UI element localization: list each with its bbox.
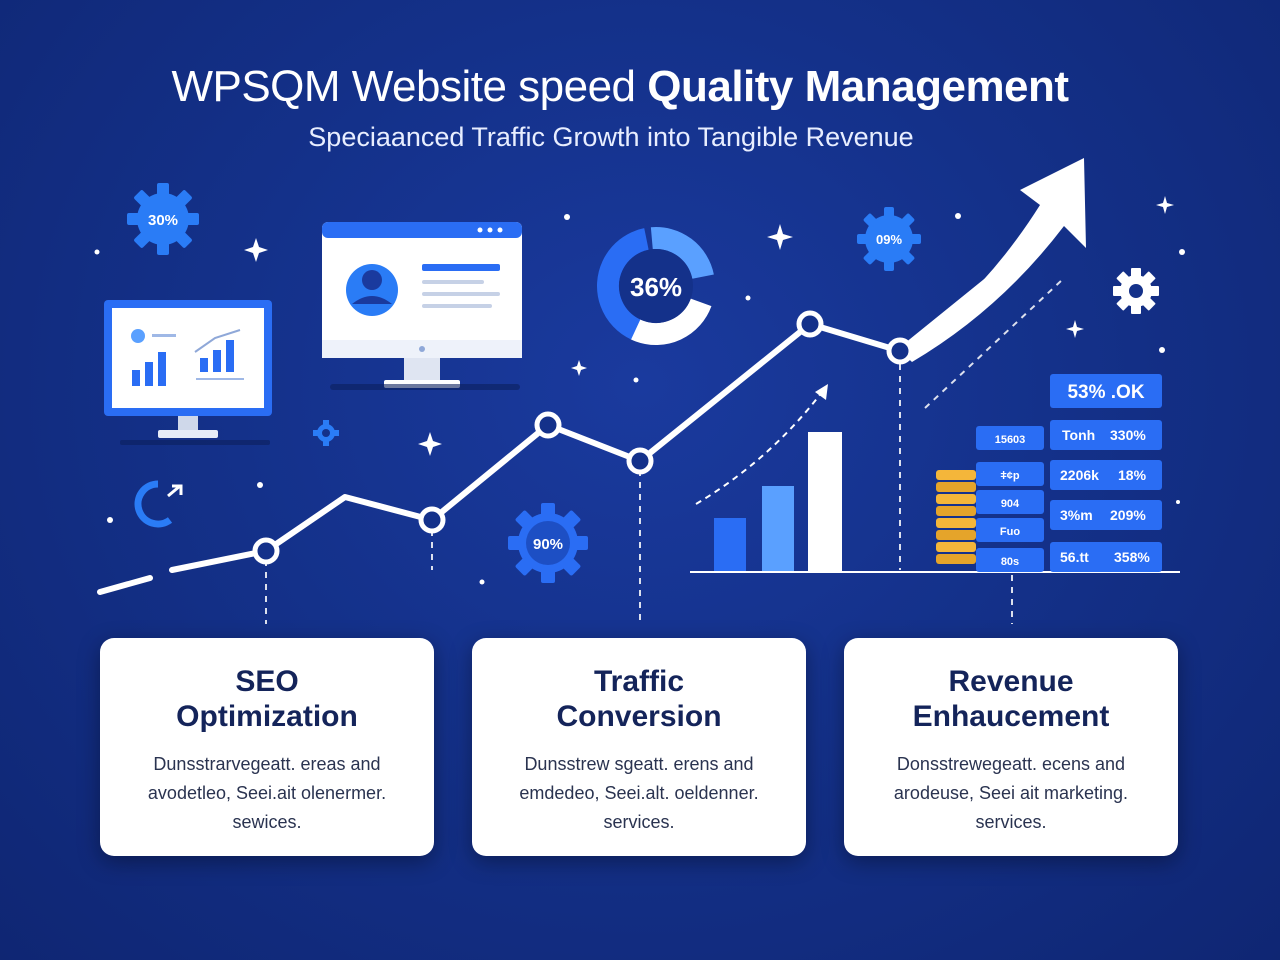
stats-right-column: 53% .OK Tonh 330% 2206k 18% 3%m 209% 56.… bbox=[1050, 374, 1162, 572]
page-subtitle: Speciaanced Traffic Growth into Tangible… bbox=[308, 122, 914, 152]
coin-stack bbox=[936, 470, 976, 564]
stat-chip: ǂ¢p bbox=[1000, 470, 1020, 482]
gear-right-value: 09% bbox=[876, 232, 902, 247]
stat-label: 3%m bbox=[1060, 507, 1093, 523]
gear-badge-bottom: 90% bbox=[508, 503, 588, 583]
stat-top: 53% .OK bbox=[1067, 382, 1144, 403]
gear-left-value: 30% bbox=[148, 212, 178, 229]
card-body: Dunsstrarvegeatt. ereas and avodetleo, S… bbox=[147, 754, 387, 832]
card-body: Donsstrewegeatt. ecens and arodeuse, See… bbox=[893, 754, 1129, 832]
gear-bottom-value: 90% bbox=[533, 536, 563, 553]
gear-icon bbox=[1113, 268, 1159, 314]
stat-chip: 904 bbox=[1001, 498, 1020, 510]
bar-chart bbox=[690, 384, 1180, 573]
stat-label: 2206k bbox=[1060, 467, 1099, 483]
stat-chip: 15603 bbox=[995, 434, 1026, 446]
dashed-guides bbox=[265, 279, 1063, 624]
stat-value: 358% bbox=[1114, 549, 1150, 565]
stat-chip: Fuo bbox=[1000, 526, 1020, 538]
stats-left-column: 15603 ǂ¢p 904 Fuo 80s bbox=[976, 426, 1044, 572]
gear-icon bbox=[313, 420, 339, 446]
stat-label: 56.tt bbox=[1060, 549, 1089, 565]
sparkles-decoration bbox=[94, 196, 1185, 585]
refresh-icon bbox=[134, 480, 183, 528]
card-body: Dunsstrew sgeatt. erens and emdedeo, See… bbox=[519, 754, 759, 832]
page-title: WPSQM Website speed Quality Management bbox=[171, 62, 1069, 111]
analytics-monitor bbox=[104, 300, 272, 445]
stat-value: 18% bbox=[1118, 467, 1147, 483]
profile-monitor bbox=[322, 222, 522, 390]
donut-chart: 36% bbox=[597, 227, 715, 345]
stat-label: Tonh bbox=[1062, 427, 1095, 443]
stat-value: 209% bbox=[1110, 507, 1146, 523]
gear-badge-right: 09% bbox=[857, 207, 921, 271]
gear-badge-left: 30% bbox=[127, 183, 199, 255]
stat-value: 330% bbox=[1110, 427, 1146, 443]
growth-illustration: 30% 09% 90% bbox=[94, 158, 1185, 624]
donut-value: 36% bbox=[630, 272, 682, 302]
growth-line bbox=[97, 158, 1086, 595]
stat-chip: 80s bbox=[1001, 556, 1019, 568]
